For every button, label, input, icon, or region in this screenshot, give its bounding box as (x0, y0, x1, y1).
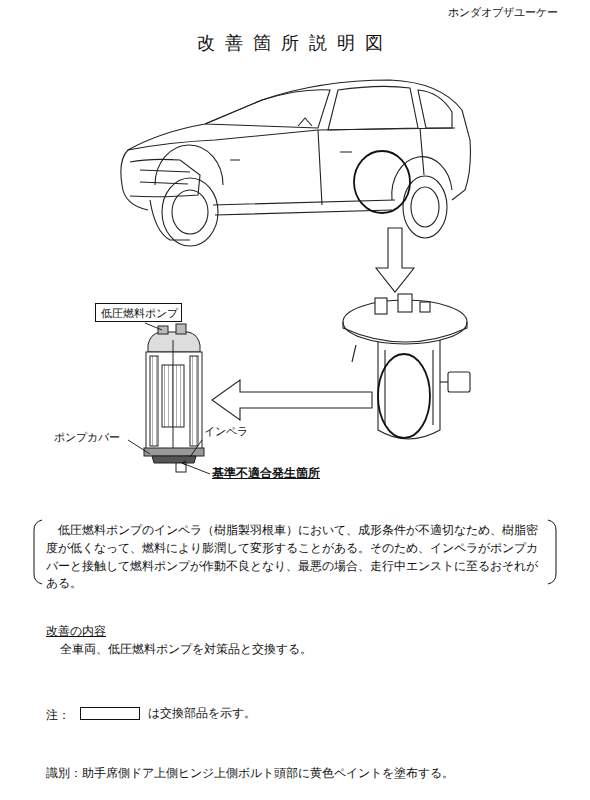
remedy-text: 全車両、低圧燃料ポンプを対策品と交換する。 (60, 641, 312, 658)
company-name: ホンダオブザユーケー (448, 5, 558, 21)
focus-circle (378, 354, 430, 438)
leader-line (128, 323, 210, 474)
legend-item: は交換部品を示す。 (80, 705, 256, 722)
identification-note: 識別：助手席側ドア上側ヒンジ上側ボルト頭部に黄色ペイントを塗布する。 (46, 765, 454, 782)
page-title: 改善箇所説明図 (0, 30, 590, 56)
part-name: 低圧燃料ポンプ (101, 306, 176, 320)
part-name-box: 低圧燃料ポンプ (95, 303, 182, 322)
section-heading: 改善の内容 (46, 623, 106, 640)
note-prefix: 注： (46, 707, 70, 724)
focus-circle (354, 151, 410, 213)
low-pressure-pump-cutaway (144, 324, 204, 472)
part-name: ポンプカバー (54, 430, 120, 446)
description-note: 低圧燃料ポンプのインペラ（樹脂製羽根車）において、成形条件が不適切なため、樹脂密… (46, 522, 546, 593)
pointer-arrow (376, 228, 414, 292)
part-name: インペラ (204, 424, 248, 440)
pointer-arrow (212, 380, 372, 420)
fuel-pump-module (343, 294, 470, 439)
defect-location: 基準不適合発生箇所 (212, 465, 320, 482)
legend-text: は交換部品を示す。 (148, 705, 256, 722)
replacement-part-sample (80, 707, 140, 720)
car-illustration (121, 80, 471, 246)
